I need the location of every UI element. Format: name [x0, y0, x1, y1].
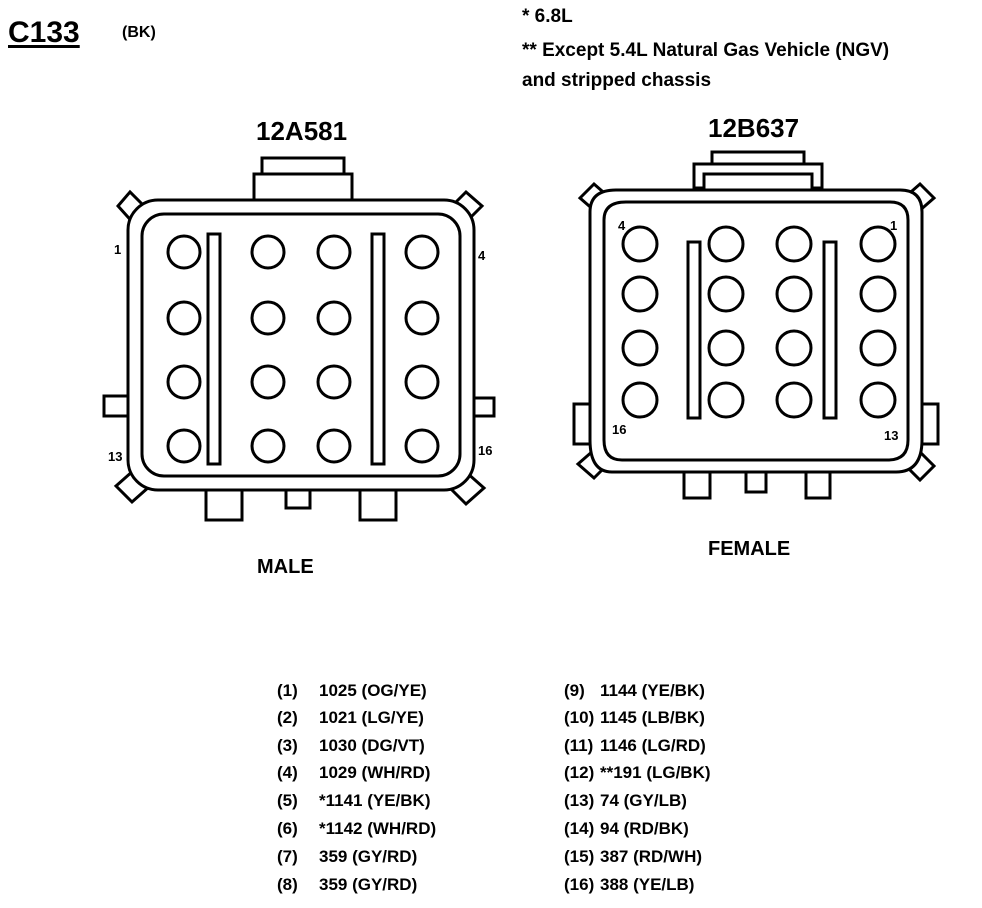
pin-number: (7) [277, 847, 298, 866]
male-pin-label: 13 [108, 449, 123, 464]
pin-number: (9) [564, 681, 585, 700]
pinout-row: (3) 1030 (DG/VT) [277, 736, 425, 756]
pin-circuit: 1025 (OG/YE) [319, 681, 427, 700]
female-connector [572, 150, 940, 500]
pin-number: (1) [277, 681, 298, 700]
pinout-row: (14) 94 (RD/BK) [564, 819, 689, 839]
pinout-row: (13) 74 (GY/LB) [564, 791, 687, 811]
pin-circuit: 1029 (WH/RD) [319, 763, 431, 782]
male-part-number: 12A581 [256, 116, 348, 146]
pinout-row: (16) 388 (YE/LB) [564, 875, 694, 895]
female-pin-label: 16 [612, 422, 627, 437]
pinout-row: (9) 1144 (YE/BK) [564, 681, 705, 701]
pin-circuit: *1142 (WH/RD) [319, 819, 437, 838]
note-6-8l: * 6.8L [522, 6, 573, 27]
pin-circuit: 1145 (LB/BK) [600, 708, 705, 727]
pinout-row: (6) *1142 (WH/RD) [277, 819, 436, 839]
pinout-row: (7) 359 (GY/RD) [277, 847, 417, 867]
male-pin-label: 1 [114, 242, 122, 257]
pin-number: (15) [564, 847, 595, 866]
note-stripped-chassis: and stripped chassis [522, 70, 712, 91]
pin-circuit: **191 (LG/BK) [600, 763, 711, 782]
pin-circuit: 359 (GY/RD) [319, 847, 418, 866]
pinout-row: (8) 359 (GY/RD) [277, 875, 417, 895]
pin-number: (8) [277, 875, 298, 894]
pinout-row: (2) 1021 (LG/YE) [277, 708, 424, 728]
pin-number: (11) [564, 736, 594, 755]
connector-color: (BK) [122, 24, 156, 41]
female-pin-label: 1 [890, 218, 898, 233]
pinout-row: (5) *1141 (YE/BK) [277, 791, 431, 811]
pin-circuit: 1030 (DG/VT) [319, 736, 425, 755]
pinout-row: (15) 387 (RD/WH) [564, 847, 702, 867]
pin-number: (10) [564, 708, 595, 727]
pinout-row: (11) 1146 (LG/RD) [564, 736, 706, 756]
female-pin-label: 13 [884, 428, 899, 443]
pinout-row: (10) 1145 (LB/BK) [564, 708, 705, 728]
female-caption: FEMALE [708, 538, 791, 560]
pin-number: (12) [564, 763, 595, 782]
pin-circuit: 387 (RD/WH) [600, 847, 703, 866]
pin-circuit: 94 (RD/BK) [600, 819, 689, 838]
pinout-row: (4) 1029 (WH/RD) [277, 763, 430, 783]
connector-id: C133 [8, 16, 80, 49]
pin-number: (13) [564, 791, 595, 810]
note-except-ngv: ** Except 5.4L Natural Gas Vehicle (NGV) [522, 40, 890, 61]
pin-circuit: 388 (YE/LB) [600, 875, 695, 894]
pin-number: (14) [564, 819, 595, 838]
pin-number: (2) [277, 708, 298, 727]
male-connector [102, 156, 496, 522]
pin-circuit: 1021 (LG/YE) [319, 708, 424, 727]
pin-circuit: 1146 (LG/RD) [600, 736, 706, 755]
male-pin-label: 4 [478, 248, 486, 263]
pin-circuit: 74 (GY/LB) [600, 791, 687, 810]
pin-number: (3) [277, 736, 298, 755]
pin-number: (6) [277, 819, 298, 838]
pin-circuit: *1141 (YE/BK) [319, 791, 431, 810]
pin-number: (16) [564, 875, 595, 894]
female-pin-label: 4 [618, 218, 626, 233]
pinout-row: (12) **191 (LG/BK) [564, 763, 711, 783]
pin-number: (4) [277, 763, 298, 782]
pin-number: (5) [277, 791, 298, 810]
male-caption: MALE [257, 556, 314, 578]
pin-circuit: 1144 (YE/BK) [600, 681, 705, 700]
female-part-number: 12B637 [708, 113, 800, 143]
pinout-row: (1) 1025 (OG/YE) [277, 681, 427, 701]
male-pin-label: 16 [478, 443, 493, 458]
pin-circuit: 359 (GY/RD) [319, 875, 418, 894]
